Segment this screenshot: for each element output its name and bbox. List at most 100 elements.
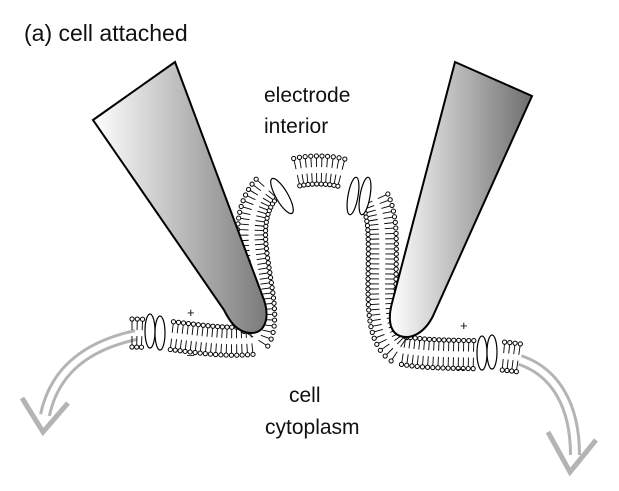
lipid-head <box>363 214 369 220</box>
lipid-head <box>223 352 229 358</box>
lipid-head <box>207 351 214 357</box>
lipid-head <box>309 181 315 187</box>
cell-cytoplasm-label: cell cytoplasm <box>265 380 360 444</box>
lipid-head <box>365 227 371 233</box>
lipid-head <box>250 351 256 357</box>
cell-cytoplasm-label-line2: cytoplasm <box>265 416 360 439</box>
lipid-head <box>461 337 467 344</box>
lipid-head <box>197 350 203 356</box>
lipid-head <box>365 296 371 302</box>
lipid-head <box>190 321 197 327</box>
lipid-head <box>134 316 140 322</box>
lipid-head <box>272 317 278 323</box>
right-plus-sign: + <box>460 318 468 333</box>
diagram-title: (a) cell attached <box>24 20 188 46</box>
lipid-head <box>253 176 259 182</box>
lipid-head <box>365 236 371 242</box>
lipid-head <box>504 367 510 374</box>
lipid-head <box>175 319 182 325</box>
lipid-head <box>445 365 451 371</box>
lipid-head <box>365 266 371 272</box>
lipid-head <box>200 322 206 328</box>
lipid-head <box>393 271 399 277</box>
lipid-head <box>389 202 395 209</box>
lipid-head <box>238 203 244 210</box>
lipid-head <box>470 366 476 372</box>
lipid-head <box>180 320 187 326</box>
lipid-head <box>414 363 420 370</box>
lipid-head <box>455 365 461 371</box>
lipid-head <box>450 365 456 371</box>
lipid-head <box>271 323 277 329</box>
lipid-head <box>268 274 274 281</box>
channel-protein <box>358 176 372 216</box>
lipid-head <box>265 255 271 261</box>
lipid-head <box>365 271 371 277</box>
lipid-head <box>263 223 269 229</box>
right-electrode <box>388 60 534 338</box>
lipid-head <box>374 341 380 347</box>
lipid-head <box>314 181 320 187</box>
lipid-head <box>268 279 274 286</box>
lipid-head <box>392 219 398 225</box>
lipid-head <box>368 323 374 330</box>
lipid-head <box>202 351 208 357</box>
right-curved-arrow <box>517 354 598 477</box>
lipid-head <box>263 241 269 247</box>
lipid-head <box>451 337 457 343</box>
lipid-head <box>398 361 405 368</box>
lipid-head <box>499 367 505 373</box>
lipid-head <box>218 352 224 358</box>
lipid-head <box>134 344 140 350</box>
left-curved-arrow <box>19 329 138 437</box>
lipid-head <box>291 155 297 162</box>
lipid-head <box>435 365 441 371</box>
lipid-head <box>441 337 447 343</box>
lipid-head <box>308 153 314 159</box>
lipid-head <box>270 295 277 301</box>
lipid-head <box>228 352 235 358</box>
lipid-head <box>426 336 433 342</box>
lipid-head <box>393 246 399 252</box>
electrode-interior-label-line1: electrode <box>264 84 351 107</box>
lipid-head <box>365 281 371 287</box>
lipid-head <box>502 339 508 345</box>
lipid-head <box>240 198 246 204</box>
lipid-head <box>266 265 272 271</box>
lipid-head <box>318 181 324 187</box>
lipid-head <box>139 316 146 322</box>
lipid-head <box>382 353 388 359</box>
lipid-head <box>192 349 198 356</box>
lipid-head <box>262 228 269 234</box>
lipid-head <box>513 369 519 375</box>
lipid-head <box>367 318 373 324</box>
lipid-head <box>393 230 399 237</box>
lipid-head <box>305 181 311 188</box>
lipid-head <box>271 300 277 306</box>
lipid-head <box>324 153 331 159</box>
left-electrode <box>91 60 268 335</box>
lipid-head <box>138 344 145 350</box>
lipid-head <box>177 348 183 354</box>
lipid-head <box>262 232 269 238</box>
lipid-head <box>342 156 348 162</box>
lipid-head <box>270 329 276 336</box>
lipid-head <box>264 250 270 256</box>
lipid-head <box>327 182 333 188</box>
lipid-head <box>263 219 269 225</box>
lipid-head <box>301 182 307 188</box>
lipid-head <box>167 346 173 353</box>
lipid-head <box>404 362 410 368</box>
lipid-head <box>234 352 240 358</box>
lipid-head <box>313 153 320 159</box>
lipid-head <box>236 215 242 221</box>
lipid-head <box>263 245 270 252</box>
lipid-head <box>270 290 276 296</box>
lipid-head <box>391 214 398 220</box>
lipid-head <box>466 337 472 344</box>
lipid-head <box>195 322 201 328</box>
left-minus-sign: – <box>187 347 195 362</box>
lipid-head <box>465 365 471 372</box>
